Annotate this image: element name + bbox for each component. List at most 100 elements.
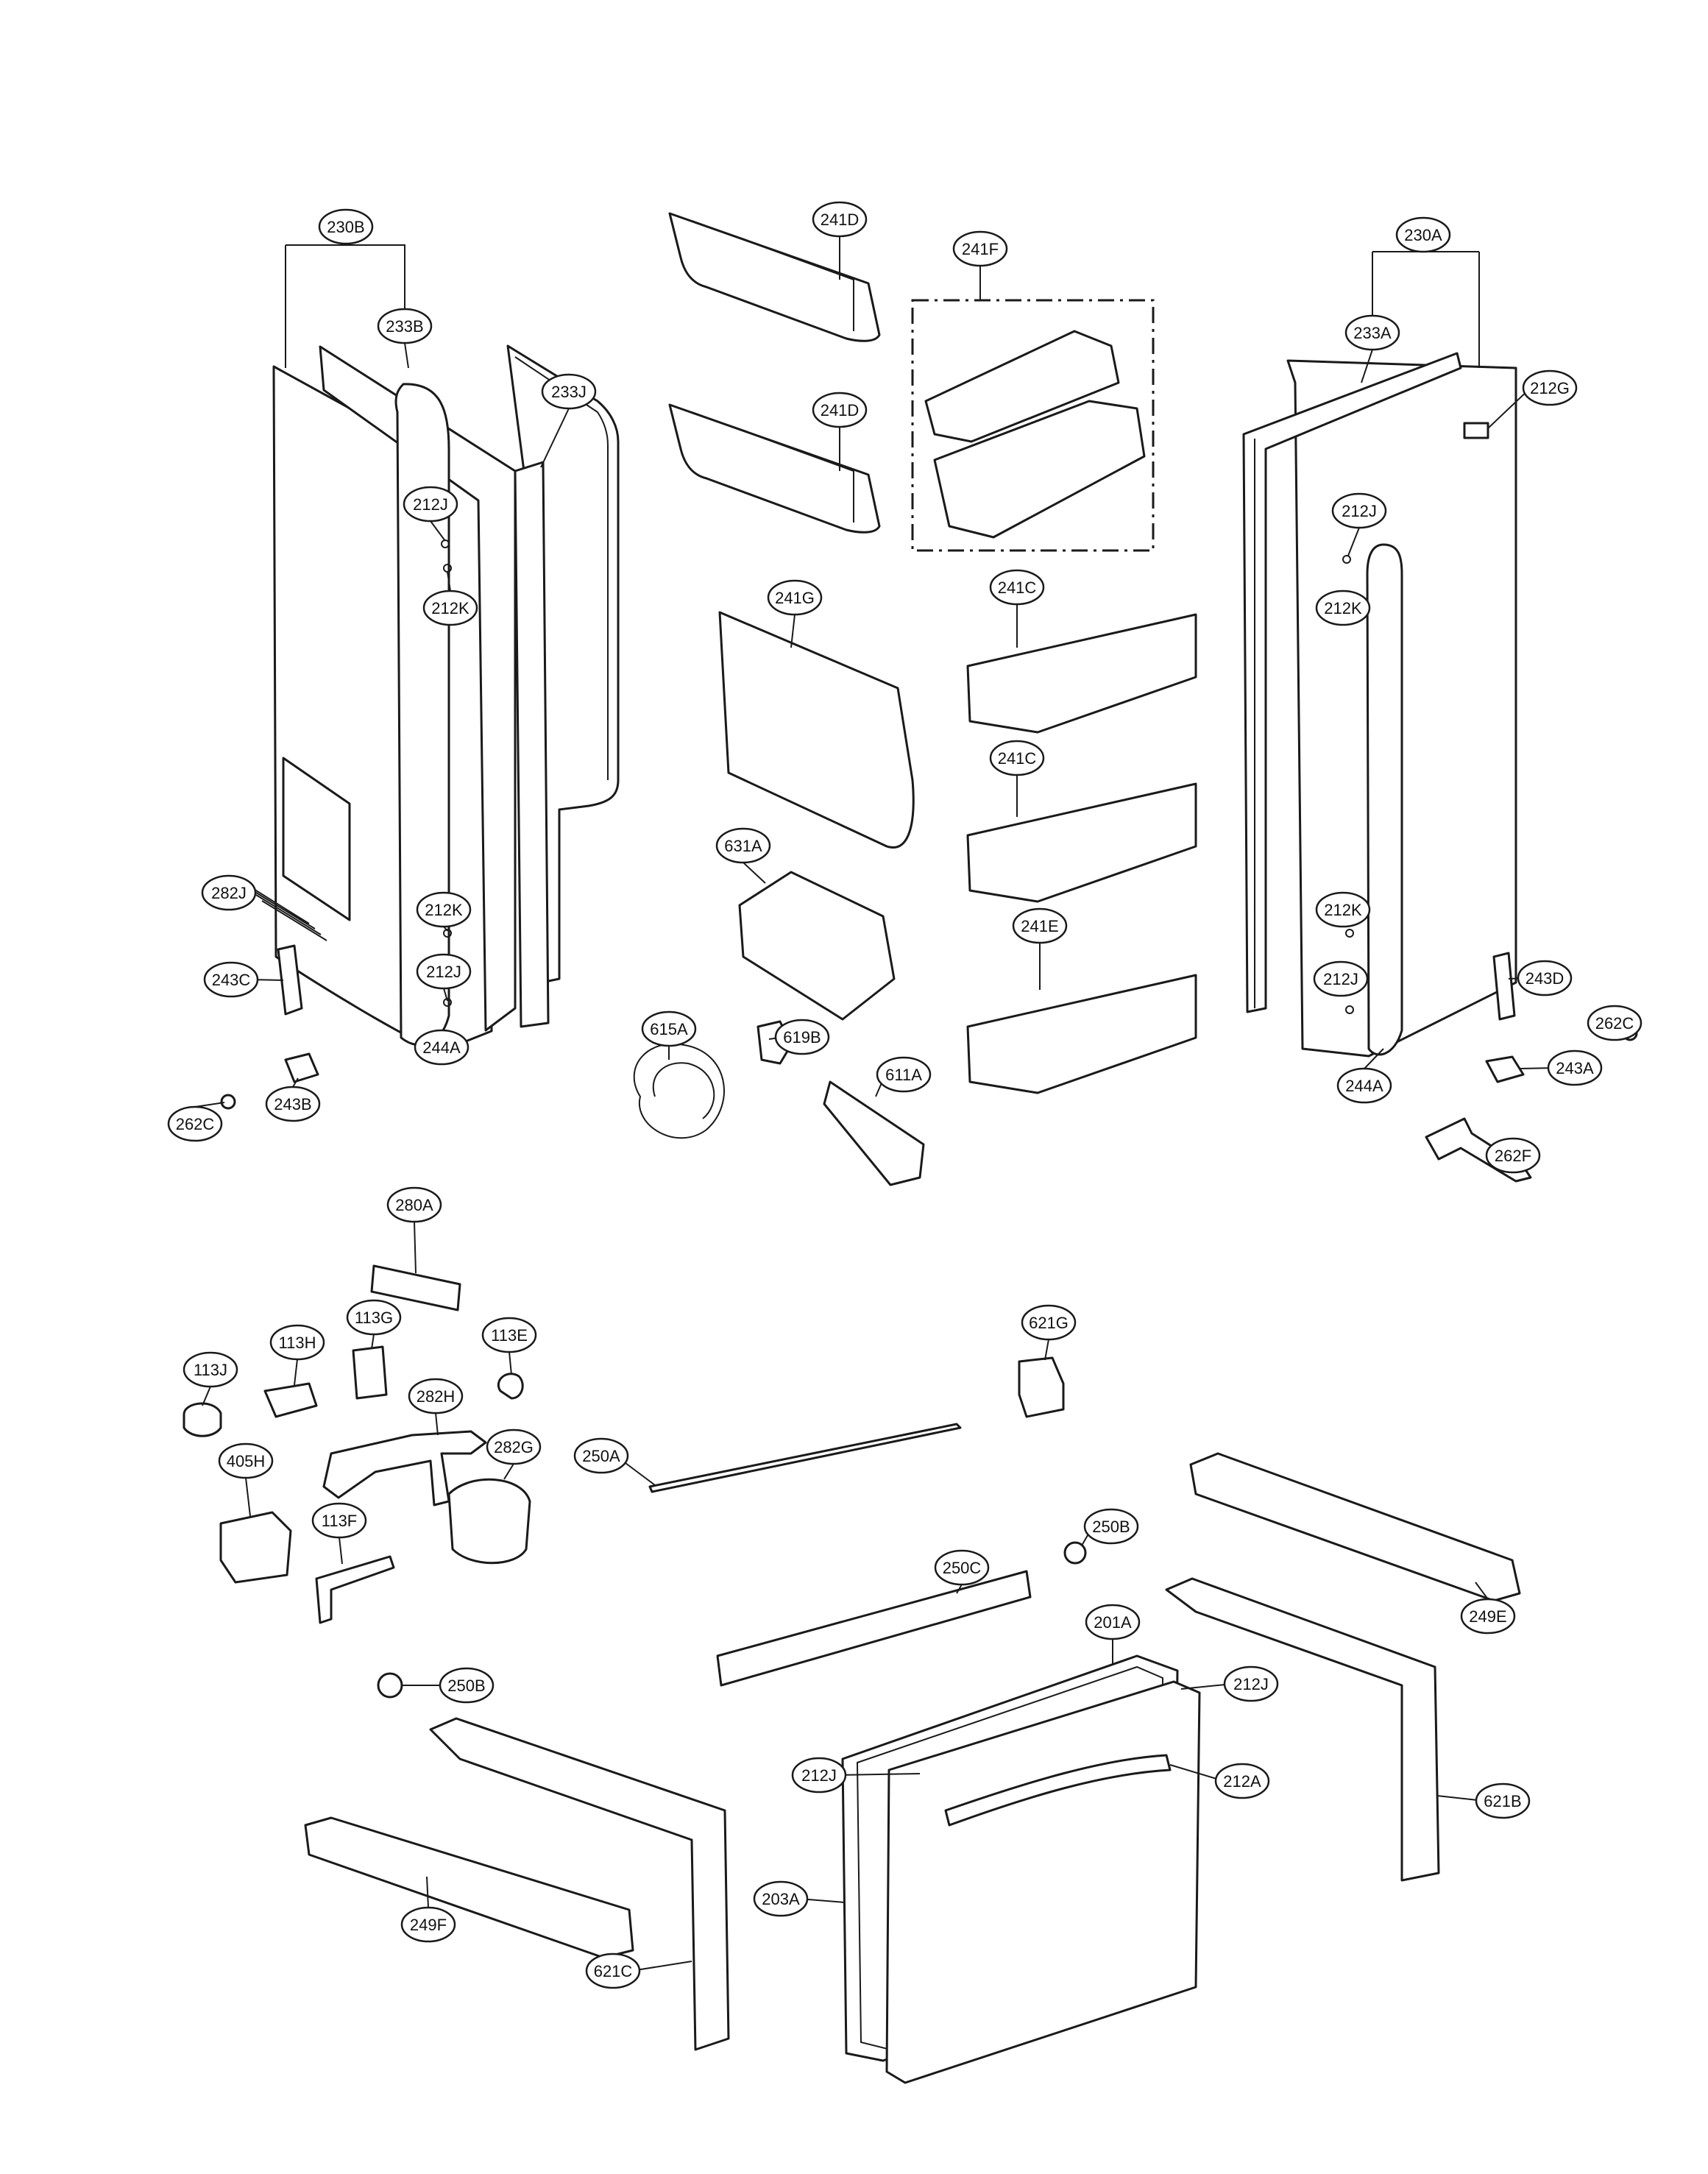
callout-ring [311,1502,367,1539]
callout-ring [416,891,472,928]
callout-label: 621B [1484,1792,1521,1810]
callout-ring [1475,1782,1531,1819]
callout-250c: 250C [934,1549,990,1586]
callout-ring [812,392,868,428]
callout-label: 282G [494,1438,534,1456]
callout-label: 212K [1324,901,1362,919]
callout-244a: 244A [1336,1067,1392,1104]
callout-ring [439,1667,495,1704]
callout-244a: 244A [414,1029,469,1066]
callout-282j: 282J [201,874,257,911]
bin-241F-top [924,330,1120,443]
callout-ring [269,1324,325,1361]
callout-label: 212A [1223,1772,1261,1791]
callout-ring [422,589,478,626]
bin-241F-bottom [933,400,1146,539]
callout-label: 611A [885,1066,922,1084]
tube-coil-615A [633,1043,725,1139]
callout-ring [1315,589,1371,626]
callout-ring [585,1952,641,1989]
callout-ring [989,740,1045,776]
bin-241E [966,974,1197,1094]
callout-ring [715,827,771,864]
callout-label: 212J [1233,1675,1269,1693]
callout-ring [183,1351,238,1388]
callout-ring [876,1056,932,1093]
callout-282g: 282G [486,1428,542,1465]
callout-ring [1021,1304,1077,1341]
bin-241D-top [668,212,881,342]
callout-label: 244A [422,1038,461,1057]
callout-label: 212K [425,901,463,919]
callout-611a: 611A [876,1056,932,1093]
callout-250a: 250A [573,1437,629,1474]
callout-label: 233A [1353,324,1392,342]
rail-249E [1189,1452,1521,1602]
right-label-212G [1463,422,1489,439]
callout-ring [1460,1598,1516,1635]
callout-label: 615A [650,1020,688,1038]
callout-243b: 243B [265,1086,321,1122]
callout-label: 113E [491,1326,528,1345]
callout-249f: 249F [400,1906,456,1943]
callout-label: 250A [582,1447,620,1465]
callout-label: 212J [413,495,448,514]
callout-label: 241C [998,749,1037,768]
rod-250A [648,1423,962,1493]
left-hinge-cover-243C [277,944,303,1016]
callout-621g: 621G [1021,1304,1077,1341]
callout-label: 243B [274,1095,311,1113]
callout-label: 212K [431,599,469,617]
callout-ring [1485,1137,1541,1174]
callout-ring [1223,1665,1279,1702]
callout-212k: 212K [422,589,478,626]
callout-ring [641,1010,697,1047]
left-tray-grill [244,882,327,941]
right-door-handle [1366,543,1403,1056]
callout-ring [1083,1508,1139,1545]
callout-ring [1587,1005,1643,1041]
callout-ring [934,1549,990,1586]
callout-241c: 241C [989,740,1045,776]
callout-241e: 241E [1012,907,1068,944]
callout-113g: 113G [346,1299,402,1336]
callout-615a: 615A [641,1010,697,1047]
callout-241d: 241D [812,201,868,238]
callout-label: 243A [1556,1059,1594,1077]
callout-241f: 241F [952,230,1008,267]
callout-241c: 241C [989,569,1045,606]
callout-ring [1522,369,1578,406]
callout-621b: 621B [1475,1782,1531,1819]
gear-250B-left [377,1672,403,1699]
part-282G [447,1478,531,1565]
callout-ring [386,1186,442,1223]
callout-label: 405H [227,1452,266,1470]
callout-label: 262F [1495,1147,1531,1165]
callout-ring [541,373,597,410]
part-113G [352,1345,388,1400]
left-door-handle [394,383,450,1047]
callout-label: 241F [962,240,999,258]
bin-241C-top [966,613,1197,734]
callout-262f: 262F [1485,1137,1541,1174]
callout-ring [952,230,1008,267]
callout-212k: 212K [1315,891,1371,928]
callout-212j: 212J [416,953,472,990]
callout-280a: 280A [386,1186,442,1223]
callout-label: 241E [1021,917,1058,935]
part-113F [315,1555,395,1624]
callout-233a: 233A [1344,314,1400,351]
callout-label: 201A [1094,1613,1132,1632]
callout-label: 233J [551,383,587,401]
callout-ring [1214,1763,1270,1799]
callout-ring [812,201,868,238]
callout-label: 203A [762,1890,800,1908]
callout-212g: 212G [1522,369,1578,406]
callout-ring [1336,1067,1392,1104]
callout-230b: 230B [318,208,374,245]
bin-241C-middle [966,782,1197,903]
small-parts [183,1264,1521,1882]
callout-label: 619B [783,1028,821,1047]
bin-241F-box [911,299,1155,552]
callout-label: 282J [211,884,247,902]
